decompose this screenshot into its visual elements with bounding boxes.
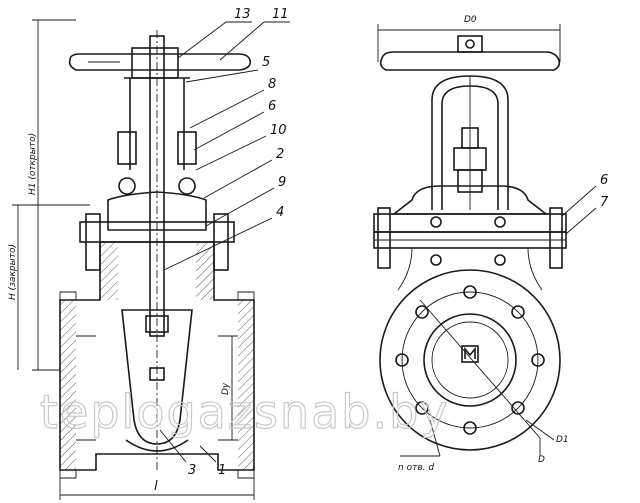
dim-holes: n отв. d bbox=[398, 463, 434, 473]
dim-d0: D0 bbox=[464, 15, 477, 25]
label-5: 5 bbox=[262, 55, 270, 70]
label-13: 13 bbox=[234, 7, 251, 22]
label-8: 8 bbox=[268, 77, 276, 92]
dim-dy: Dy bbox=[221, 382, 231, 395]
dim-h1: H1 (открыто) bbox=[28, 133, 38, 195]
flange-bolt-circle bbox=[401, 291, 539, 429]
label-1: 1 bbox=[218, 463, 226, 478]
label-11: 11 bbox=[272, 7, 289, 22]
label-right-6: 6 bbox=[600, 173, 608, 188]
dim-d: D bbox=[538, 455, 545, 465]
dim-h: H (закрыто) bbox=[8, 244, 18, 300]
label-10: 10 bbox=[270, 123, 287, 138]
dim-d1: D1 bbox=[556, 435, 569, 445]
watermark: teplogazsnab.by bbox=[40, 385, 450, 439]
handwheel-side bbox=[379, 51, 561, 71]
label-3: 3 bbox=[188, 463, 196, 478]
label-2: 2 bbox=[276, 147, 284, 162]
label-right-7: 7 bbox=[600, 195, 609, 210]
front-section-view: H1 (открыто) H (закрыто) Dy l 13 11 5 8 … bbox=[8, 7, 290, 500]
side-view: D0 bbox=[373, 15, 609, 473]
flange-bore bbox=[423, 313, 517, 407]
label-6: 6 bbox=[268, 99, 276, 114]
label-9: 9 bbox=[278, 175, 286, 190]
wedge bbox=[121, 309, 193, 445]
handwheel bbox=[68, 53, 252, 71]
flange-outer bbox=[379, 269, 561, 451]
label-4: 4 bbox=[276, 205, 284, 220]
dim-l: l bbox=[154, 479, 158, 494]
